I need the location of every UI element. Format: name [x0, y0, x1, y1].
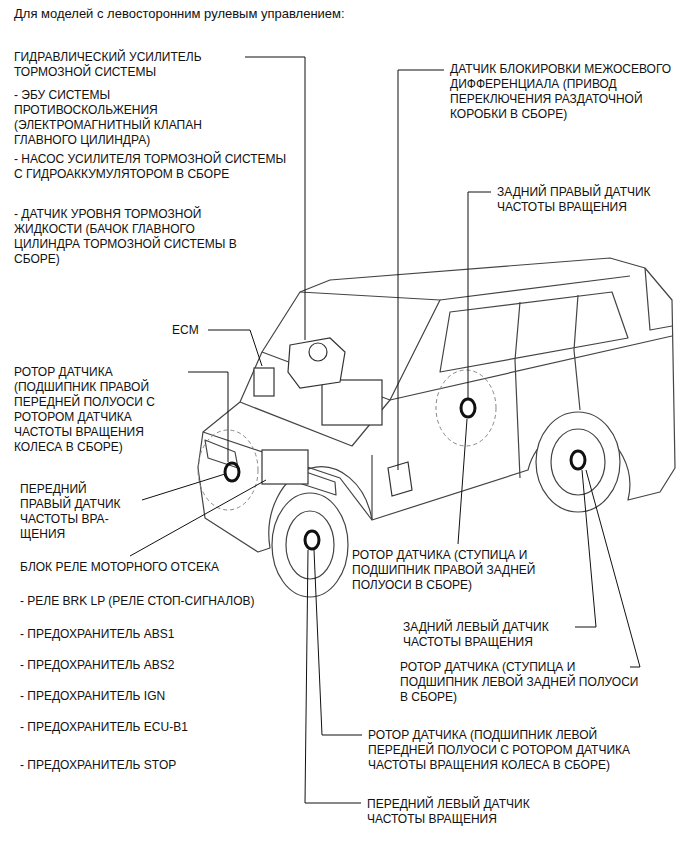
sensor-ring: [461, 399, 475, 417]
leader-line: [245, 57, 305, 340]
part-label: ГИДРАВЛИЧЕСКИЙ УСИЛИТЕЛЬ ТОРМОЗНОЙ СИСТЕ…: [14, 50, 249, 80]
leader-line: [314, 550, 362, 735]
engine-block: [322, 380, 382, 425]
near-wheels: [272, 412, 620, 597]
leader-line: [398, 70, 444, 470]
leader-line: [586, 470, 640, 667]
part-label: - ПРЕДОХРАНИТЕЛЬ ECU-B1: [20, 720, 260, 735]
wheel-rim: [551, 429, 605, 495]
part-label: ПЕРЕДНИЙ ПРАВЫЙ ДАТЧИК ЧАСТОТЫ ВРА- ЩЕНИ…: [20, 482, 135, 542]
leader-line: [208, 330, 262, 366]
wheel: [272, 493, 348, 597]
engine-parts: [254, 338, 412, 496]
transfer-actuator: [388, 462, 412, 496]
part-label: - ПРЕДОХРАНИТЕЛЬ ABS2: [20, 658, 260, 673]
page-title: Для моделей с левосторонним рулевым упра…: [14, 6, 345, 21]
part-label: РОТОР ДАТЧИКА (СТУПИЦА И ПОДШИПНИК ПРАВО…: [352, 548, 592, 593]
rear-pillar: [645, 268, 672, 330]
part-label: - ПРЕДОХРАНИТЕЛЬ STOP: [20, 758, 260, 773]
sensor-ring: [571, 451, 585, 469]
part-label: РОТОР ДАТЧИКА (ПОДШИПНИК ЛЕВОЙ ПЕРЕДНЕЙ …: [368, 728, 633, 773]
part-label: РОТОР ДАТЧИКА (СТУПИЦА И ПОДШИПНИК ЛЕВОЙ…: [400, 660, 640, 705]
part-label: РОТОР ДАТЧИКА (ПОДШИПНИК ПРАВОЙ ПЕРЕДНЕЙ…: [14, 365, 179, 455]
leader-line: [188, 372, 228, 462]
part-label: - ЭБУ СИСТЕМЫ ПРОТИВОСКОЛЬЖЕНИЯ (ЭЛЕКТРО…: [14, 88, 249, 148]
sensor-ring: [305, 531, 319, 549]
wheel: [536, 412, 620, 512]
part-label: ЗАДНИЙ ЛЕВЫЙ ДАТЧИК ЧАСТОТЫ ВРАЩЕНИЯ: [403, 620, 568, 650]
reservoir: [309, 343, 327, 361]
part-label: ПЕРЕДНИЙ ЛЕВЫЙ ДАТЧИК ЧАСТОТЫ ВРАЩЕНИЯ: [367, 797, 567, 827]
leader-line: [468, 192, 491, 398]
part-label: БЛОК РЕЛЕ МОТОРНОГО ОТСЕКА: [20, 560, 260, 575]
sensor-ring: [225, 463, 239, 481]
window-pillars: [515, 295, 578, 360]
relay-block: [262, 450, 308, 484]
part-label: ДАТЧИК БЛОКИРОВКИ МЕЖОСЕВОГО ДИФФЕРЕНЦИА…: [450, 62, 686, 122]
part-label: - РЕЛЕ BRK LP (РЕЛЕ СТОП-СИГНАЛОВ): [20, 594, 320, 609]
part-label: ЗАДНИЙ ПРАВЫЙ ДАТЧИК ЧАСТОТЫ ВРАЩЕНИЯ: [497, 185, 657, 215]
belt-line: [390, 336, 672, 400]
speed-sensors: [225, 399, 585, 549]
body-outline: [198, 258, 675, 552]
leader-line: [458, 419, 467, 544]
part-label: - ПРЕДОХРАНИТЕЛЬ ABS1: [20, 627, 260, 642]
car-body: [198, 258, 675, 552]
leader-line: [130, 480, 266, 556]
part-label: ECM: [172, 323, 212, 338]
leader-line: [142, 474, 225, 500]
ecm-unit: [254, 368, 274, 396]
part-label: - ПРЕДОХРАНИТЕЛЬ IGN: [20, 689, 260, 704]
part-label: - ДАТЧИК УРОВНЯ ТОРМОЗНОЙ ЖИДКОСТИ (БАЧО…: [14, 207, 239, 267]
part-label: - НАСОС УСИЛИТЕЛЯ ТОРМОЗНОЙ СИСТЕМЫ С ГИ…: [14, 152, 289, 182]
brake-actuator: [288, 338, 345, 388]
wheel-rim: [286, 511, 334, 579]
far-wheels: [198, 370, 496, 510]
